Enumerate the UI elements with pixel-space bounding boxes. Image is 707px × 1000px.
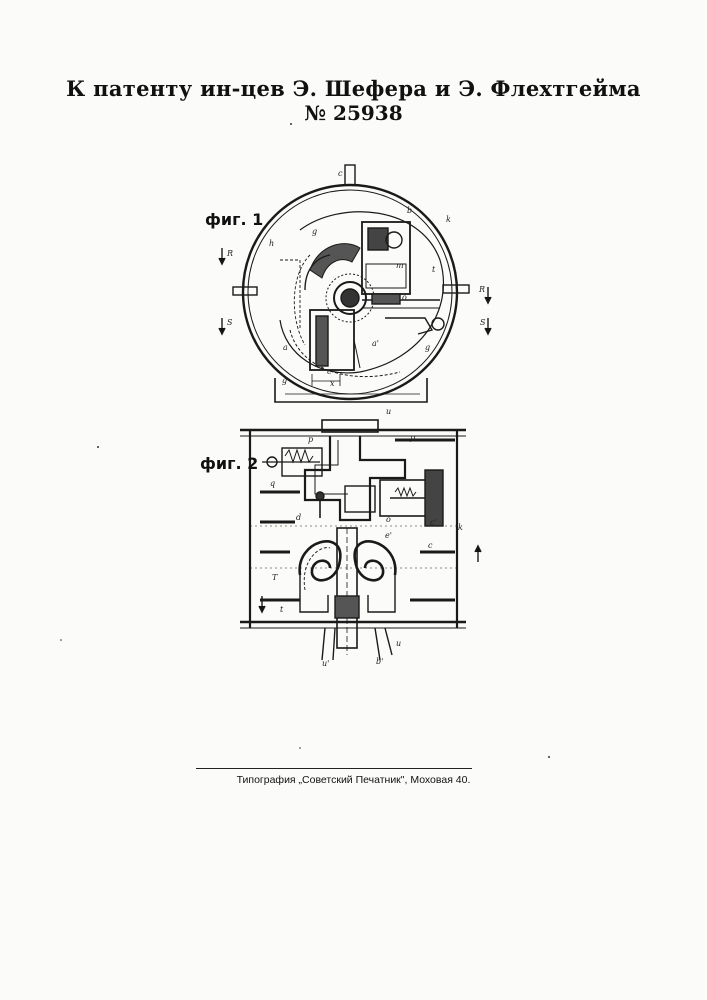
svg-text:a': a' [372,339,379,348]
svg-text:c': c' [430,518,437,527]
svg-text:x: x [330,379,335,388]
svg-text:c: c [327,367,332,376]
figure-1-label: фиг. 1 [205,210,263,229]
figure-2-label: фиг. 2 [200,454,258,473]
svg-text:u: u [396,639,401,648]
svg-text:g: g [282,376,287,385]
svg-text:g: g [312,227,317,236]
svg-text:c: c [428,541,433,550]
figure-2-drawing [240,420,481,660]
svg-text:t: t [280,605,284,614]
svg-text:S: S [227,318,233,327]
svg-text:p: p [308,435,313,444]
svg-text:u': u' [322,659,329,668]
svg-text:c: c [338,169,343,178]
svg-text:k: k [458,523,463,532]
svg-text:g: g [425,343,430,352]
svg-text:b: b [407,206,412,215]
svg-text:m: m [396,261,404,270]
svg-text:u: u [386,407,391,416]
svg-text:a: a [283,343,288,352]
svg-text:R: R [226,249,233,258]
svg-text:p: p [410,433,415,442]
svg-text:q: q [270,479,275,488]
svg-text:k: k [446,215,451,224]
figure-1-drawing [219,165,491,402]
svg-text:h: h [269,239,274,248]
svg-text:d: d [296,513,301,522]
printer-imprint: Типография „Советский Печатник", Моховая… [0,774,707,786]
svg-text:t: t [432,265,436,274]
svg-text:b': b' [376,657,383,666]
svg-text:e': e' [385,531,392,540]
footer-divider [196,768,472,769]
svg-text:S: S [480,318,486,327]
svg-text:o: o [386,515,391,524]
svg-text:T: T [272,573,278,582]
svg-text:o: o [402,293,407,302]
svg-text:R: R [478,285,485,294]
